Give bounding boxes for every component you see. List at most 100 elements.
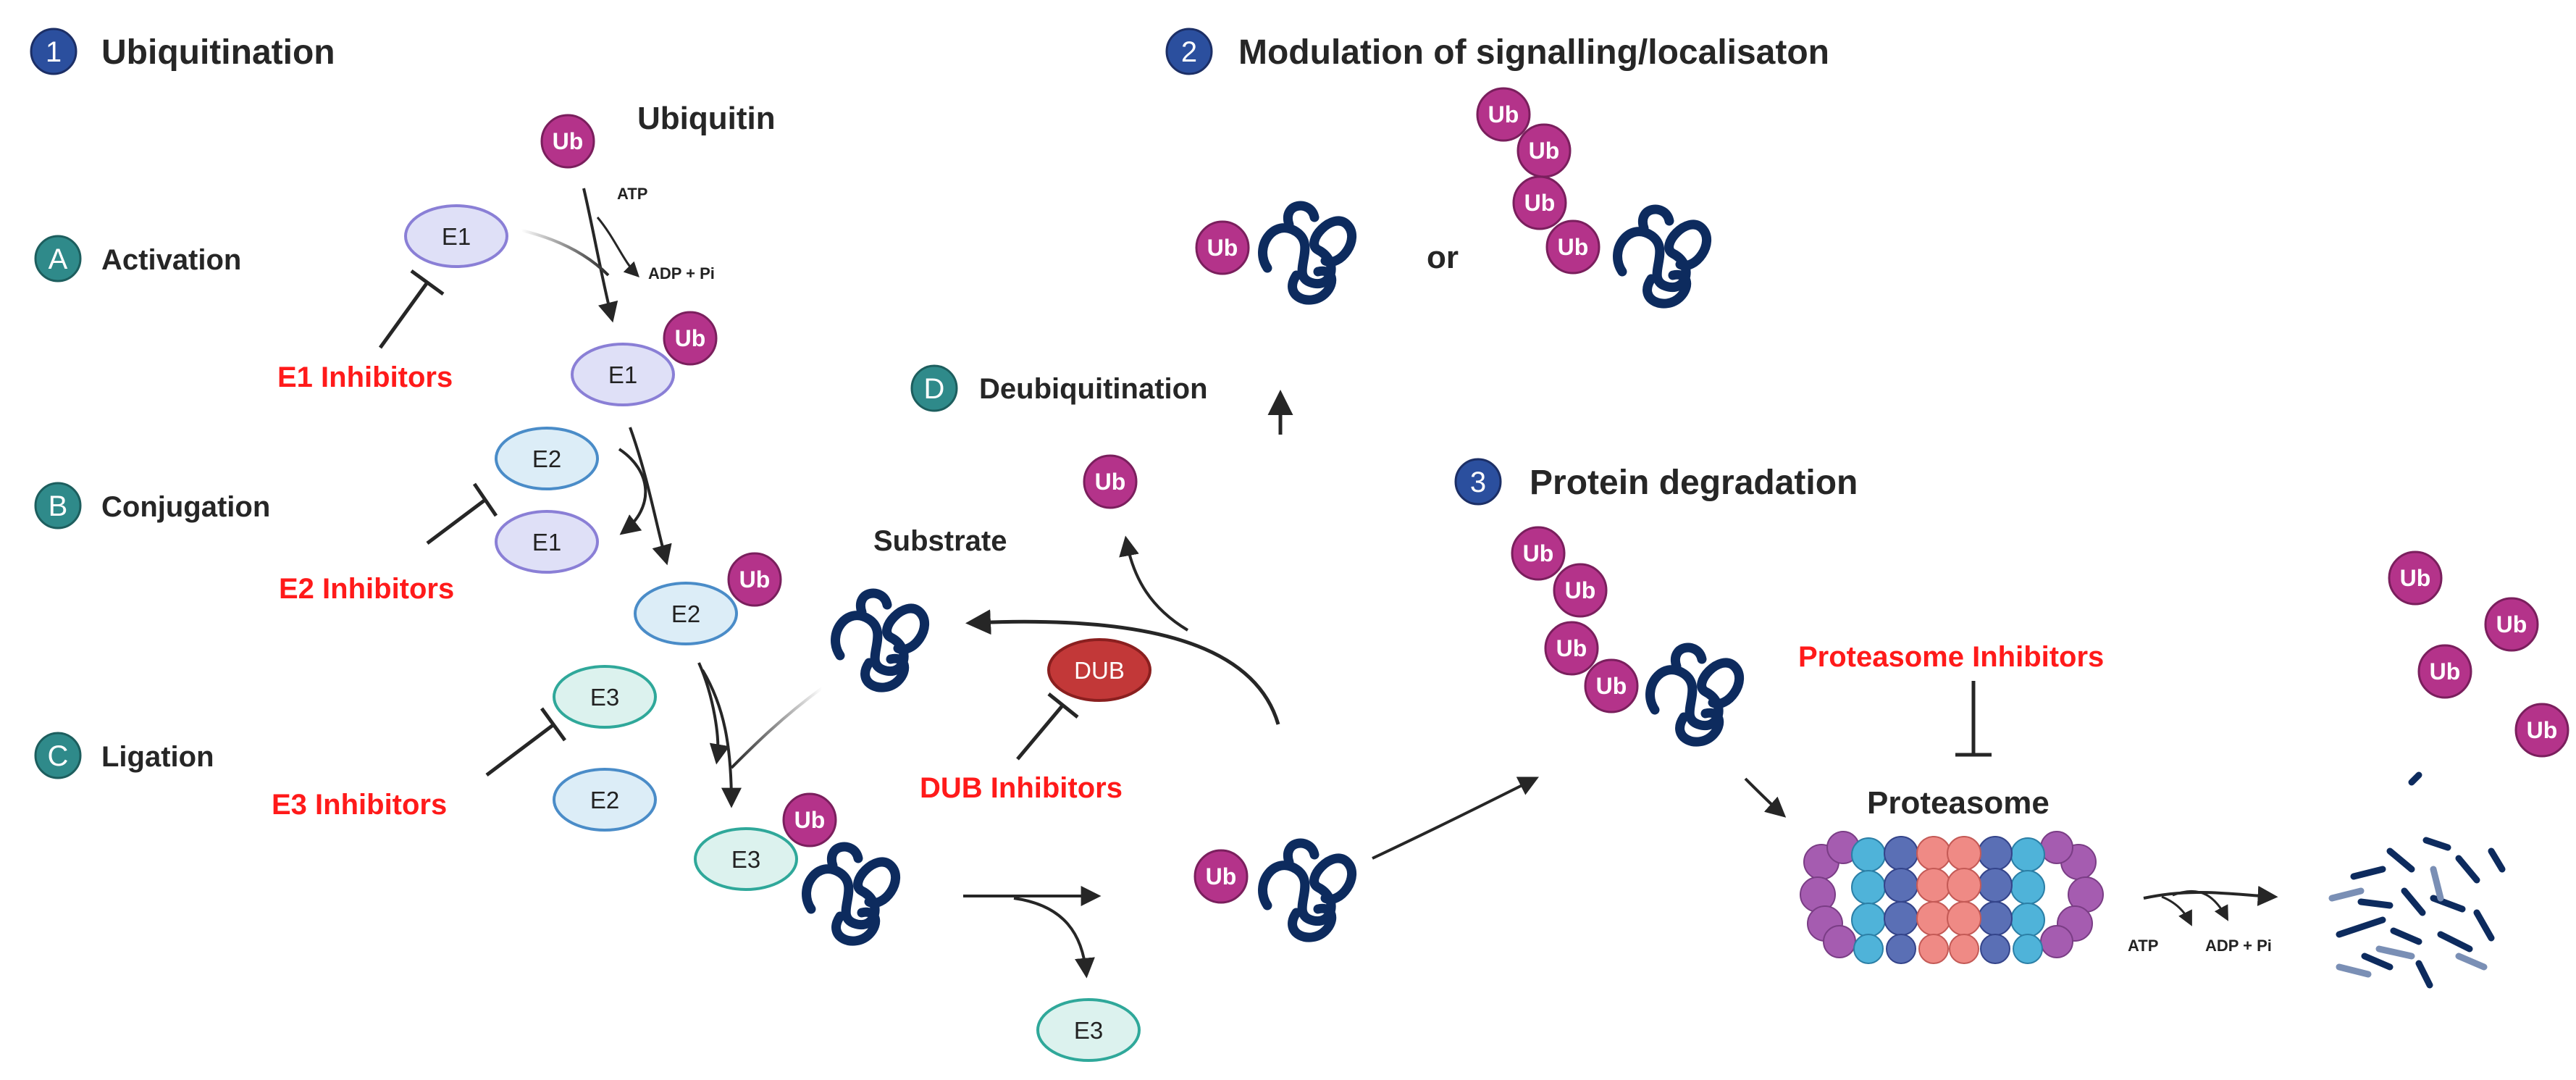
number-badge-3 (1454, 458, 1502, 506)
step-a: A Activation (34, 235, 241, 282)
letter-badge-a-text: A (49, 243, 68, 275)
ub-label: Ub (1488, 101, 1519, 127)
letter-badge-c-text: C (48, 740, 69, 772)
e3-label: E3 (590, 684, 619, 711)
step-b: B Conjugation (34, 482, 270, 529)
atp-label-2: ATP (2128, 937, 2158, 955)
dub-enzyme: DUB (1047, 638, 1151, 702)
atp-arrow (596, 217, 639, 277)
protein-icon (807, 847, 896, 941)
dub-label: DUB (1074, 657, 1125, 684)
e1-inhibition-bar (410, 269, 445, 296)
adp-pi-label-2: ADP + Pi (2205, 937, 2272, 955)
dub-inhibition-bar (1047, 692, 1079, 719)
protein-icon (1618, 209, 1707, 304)
section-3-header: 3 Protein degradation (1454, 458, 1858, 506)
letter-badge-d (910, 364, 958, 412)
e1-label: E1 (608, 361, 637, 388)
to-proteasome-arrow (1744, 777, 1787, 818)
proteasome-label: Proteasome (1867, 785, 2050, 821)
step-d: D Deubiquitination (910, 364, 1208, 412)
deubiquitination-arrow (965, 609, 1280, 725)
number-badge-2 (1165, 28, 1213, 75)
section-2-header: 2 Modulation of signalling/localisaton (1165, 28, 1829, 75)
ub-label: Ub (2430, 658, 2461, 685)
e3-label: E3 (731, 846, 760, 873)
ub-label: Ub (739, 566, 771, 593)
letter-badge-c (34, 732, 82, 779)
ub-label: Ub (794, 807, 826, 833)
step-c: C Ligation (34, 732, 214, 779)
letter-badge-a (34, 235, 82, 282)
dub-inhibition-line (1016, 703, 1065, 761)
dub-inhibitors-label: DUB Inhibitors (920, 772, 1123, 804)
ub-release-arrow (1119, 535, 1189, 632)
ub-label: Ub (1565, 577, 1596, 603)
e1-inhibition-line (378, 281, 429, 349)
letter-badge-d-text: D (924, 373, 945, 405)
e2-label: E2 (671, 600, 700, 627)
e2-ub-complex: E2 Ub (634, 552, 782, 645)
protein-icon (1650, 648, 1740, 742)
e2-inhibitors-label: E2 Inhibitors (279, 573, 454, 605)
step-a-name: Activation (101, 244, 241, 276)
ub-label: Ub (553, 128, 584, 154)
ub-label: Ub (2496, 611, 2527, 637)
e1-release-arrow (618, 448, 647, 535)
e3-label: E3 (1074, 1017, 1103, 1044)
ub-label: Ub (1207, 235, 1238, 261)
section-1-header: 1 Ubiquitination (30, 28, 335, 75)
protein-icon (1263, 843, 1352, 937)
ub-label: Ub (1206, 863, 1237, 889)
ub-label: Ub (1556, 635, 1587, 661)
poly-ub-protein: Ub Ub Ub Ub (1476, 87, 1707, 304)
ub-label: Ub (675, 325, 706, 351)
e1-enzyme-released: E1 (495, 510, 599, 574)
ubiquitinated-substrate: Ub (1193, 843, 1352, 937)
free-ub-cluster: Ub Ub Ub Ub (2388, 551, 2569, 758)
ub-label: Ub (1558, 234, 1589, 260)
degradation-arrow (1372, 776, 1540, 860)
ub-free-top: Ub (540, 114, 595, 169)
or-label: or (1427, 240, 1459, 275)
number-badge-3-text: 3 (1470, 466, 1486, 498)
e3-inhibition-bar (540, 707, 567, 742)
e3-enzyme-released: E3 (1036, 998, 1141, 1062)
number-badge-1 (30, 28, 77, 75)
proteasome-icon (1800, 831, 2104, 964)
e2-inhibition-line (426, 498, 487, 545)
ub-label: Ub (1095, 469, 1126, 495)
ub-label: Ub (1523, 540, 1554, 566)
ubiquitin-label: Ubiquitin (637, 101, 776, 136)
step-d-name: Deubiquitination (979, 373, 1208, 405)
e1-label: E1 (532, 529, 561, 556)
protein-icon (1263, 206, 1352, 300)
adp-pi-label-1: ADP + Pi (648, 264, 715, 282)
e3-inhibition-line (485, 723, 555, 776)
ub-label: Ub (2527, 717, 2558, 743)
section-1-title: Ubiquitination (101, 33, 335, 72)
mono-ub-protein: Ub (1195, 206, 1352, 300)
e3-ub-substrate-complex: E3 Ub (694, 792, 896, 941)
degradation-output-arrow (2143, 885, 2278, 906)
e2-label: E2 (590, 787, 619, 813)
peptide-fragments-icon (2328, 771, 2506, 989)
letter-badge-b (34, 482, 82, 529)
substrate-protein-icon (836, 593, 925, 687)
conjugation-arrow (629, 427, 672, 566)
ub-label: Ub (1529, 138, 1560, 164)
ub-label: Ub (1596, 673, 1627, 699)
e1-enzyme-free: E1 (404, 204, 508, 268)
proteasome-inhibitors-label: Proteasome Inhibitors (1798, 641, 2104, 673)
substrate-join-line (730, 687, 823, 769)
adp-arrow-2 (2172, 889, 2228, 921)
e3-enzyme-free: E3 (553, 665, 657, 729)
e3-inhibitors-label: E3 Inhibitors (272, 789, 447, 821)
e2-enzyme-released: E2 (553, 768, 657, 832)
section-2-title: Modulation of signalling/localisaton (1238, 33, 1829, 72)
step-c-name: Ligation (101, 741, 214, 773)
ligation-arrow (701, 669, 742, 808)
e1-label: E1 (442, 223, 471, 250)
